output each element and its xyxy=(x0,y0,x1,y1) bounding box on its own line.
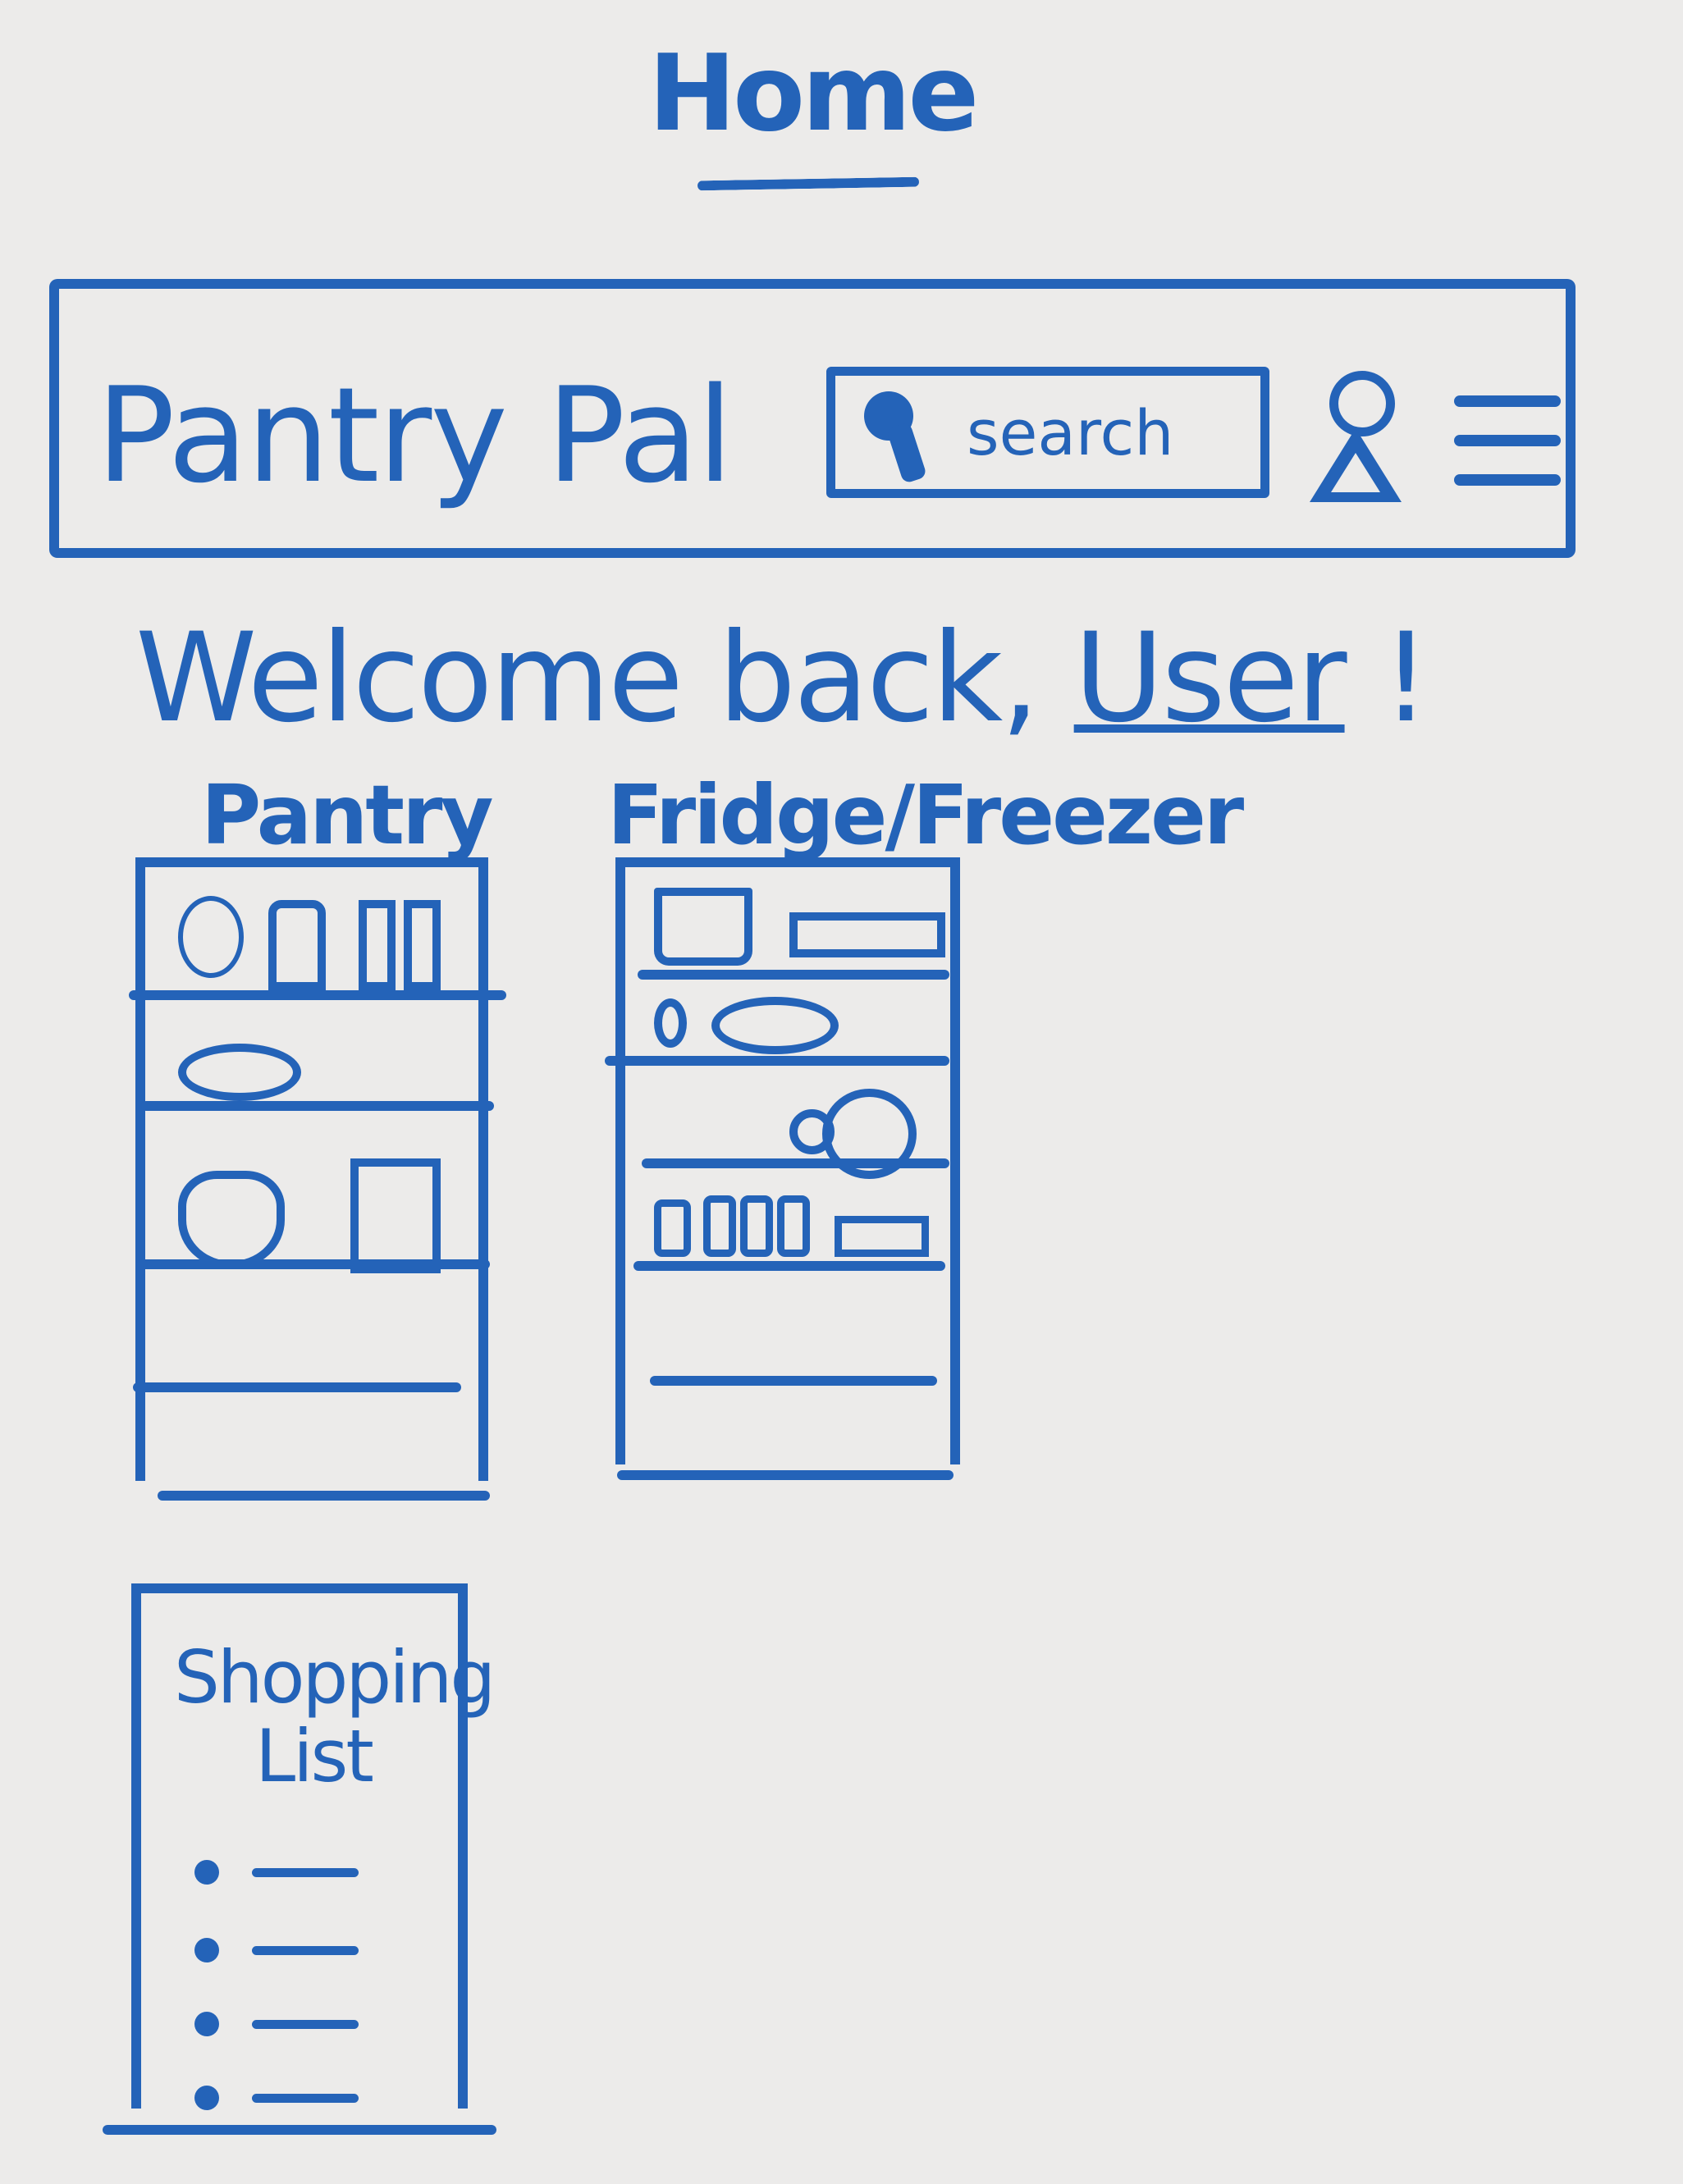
fridge-shelf-line xyxy=(642,1158,949,1168)
fridge-item-tray xyxy=(789,912,945,957)
fridge-shelf-line xyxy=(605,1056,949,1066)
bullet-icon xyxy=(194,1938,219,1962)
hamburger-menu-icon[interactable] xyxy=(1454,395,1561,502)
pantry-shelf-line xyxy=(133,1382,461,1392)
pantry-label: Pantry xyxy=(201,767,494,863)
header-bar: Pantry Pal search xyxy=(49,279,1576,558)
pantry-shelf-widget[interactable] xyxy=(129,857,506,1501)
welcome-username: User xyxy=(1073,607,1347,750)
app-title[interactable]: Pantry Pal xyxy=(96,359,734,512)
fridge-item-teapot-spout xyxy=(789,1109,835,1154)
pantry-item-box xyxy=(404,900,441,990)
bullet-icon xyxy=(194,2012,219,2036)
shopping-list-bottom-line xyxy=(103,2125,496,2135)
page-heading: Home xyxy=(648,33,979,155)
pantry-item-can xyxy=(178,896,244,978)
pantry-item-bowl xyxy=(178,1171,285,1269)
fridge-item-bottle xyxy=(654,1199,691,1257)
search-input[interactable]: search xyxy=(826,367,1269,498)
fridge-item-bottle xyxy=(777,1195,810,1257)
user-icon[interactable] xyxy=(1306,371,1405,502)
fridge-item-egg xyxy=(654,998,687,1048)
page-heading-underline xyxy=(697,176,920,191)
welcome-prefix: Welcome back, xyxy=(135,607,1074,750)
shopping-list-widget[interactable]: Shopping List xyxy=(131,1583,496,2110)
search-placeholder: search xyxy=(967,395,1174,469)
pantry-item-bag xyxy=(350,1158,441,1273)
fridge-item-bottle xyxy=(703,1195,736,1257)
bullet-icon xyxy=(194,2086,219,2110)
list-item[interactable] xyxy=(194,2012,359,2036)
fridge-shelf-line xyxy=(633,1261,945,1271)
pantry-shelf-line xyxy=(137,1259,490,1269)
fridge-shelf-line xyxy=(650,1376,937,1386)
pantry-item-jar xyxy=(268,900,326,990)
fridge-item-box xyxy=(835,1216,929,1257)
fridge-item-container xyxy=(654,888,752,966)
pantry-shelf-line xyxy=(129,990,506,1000)
bullet-icon xyxy=(194,1860,219,1885)
list-item[interactable] xyxy=(194,2086,359,2110)
pantry-shelf-line xyxy=(141,1101,494,1111)
welcome-message: Welcome back, User ! xyxy=(135,607,1430,750)
pantry-shelf-line xyxy=(158,1491,490,1501)
list-item[interactable] xyxy=(194,1938,359,1962)
fridge-shelf-line xyxy=(638,970,949,980)
fridge-label: Fridge/Freezer xyxy=(607,767,1244,863)
list-item[interactable] xyxy=(194,1860,359,1885)
welcome-suffix: ! xyxy=(1344,607,1430,750)
pantry-item-bread xyxy=(178,1044,301,1101)
fridge-item-roll xyxy=(711,997,839,1054)
shopping-list-title: Shopping List xyxy=(174,1635,496,1798)
search-icon xyxy=(852,379,950,486)
pantry-item-box xyxy=(359,900,396,990)
fridge-shelf-widget[interactable] xyxy=(605,857,960,1480)
fridge-item-bottle xyxy=(740,1195,773,1257)
fridge-shelf-line xyxy=(617,1470,954,1480)
